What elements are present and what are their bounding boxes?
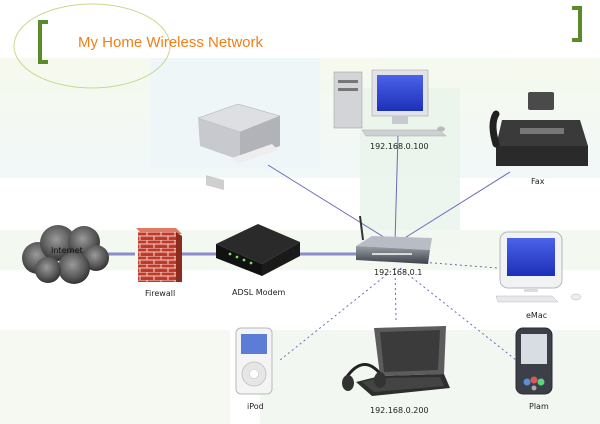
laptop-label: 192.168.0.200 <box>370 406 429 415</box>
link-laptop <box>394 267 397 321</box>
adsl-modem-icon <box>216 224 300 276</box>
router-icon <box>356 215 432 264</box>
desktop-label: 192.168.0.100 <box>370 142 429 151</box>
fax-label: Fax <box>531 177 545 186</box>
internet-cloud-icon <box>22 225 109 284</box>
link-desktop <box>394 134 399 243</box>
background-band <box>0 330 230 424</box>
internet-label: Internet <box>51 246 83 255</box>
diagram-title: My Home Wireless Network <box>78 34 264 51</box>
headphones-icon <box>342 363 386 391</box>
adsl-modem-label: ADSL Modem <box>232 288 286 297</box>
emac-icon <box>495 231 582 303</box>
fax-icon <box>489 92 588 166</box>
firewall-label: Firewall <box>145 289 176 298</box>
palm-handheld-icon <box>515 327 553 395</box>
link-printer <box>267 164 396 245</box>
left-bracket <box>38 20 48 64</box>
ipod-icon <box>235 327 273 395</box>
right-bracket <box>572 6 582 42</box>
ipod-label: iPod <box>247 402 264 411</box>
laptop-icon <box>356 326 450 396</box>
link-emac <box>419 261 499 269</box>
palm-label: Plam <box>529 402 549 411</box>
wireless-links <box>279 261 517 361</box>
router-label: 192.168.0.1 <box>374 268 423 277</box>
printer-icon <box>197 103 281 191</box>
title-oval <box>13 3 171 89</box>
firewall-icon <box>136 228 182 282</box>
router-links <box>267 134 511 245</box>
desktop-computer-icon <box>333 69 447 137</box>
emac-label: eMac <box>526 311 548 320</box>
link-fax <box>394 171 511 245</box>
